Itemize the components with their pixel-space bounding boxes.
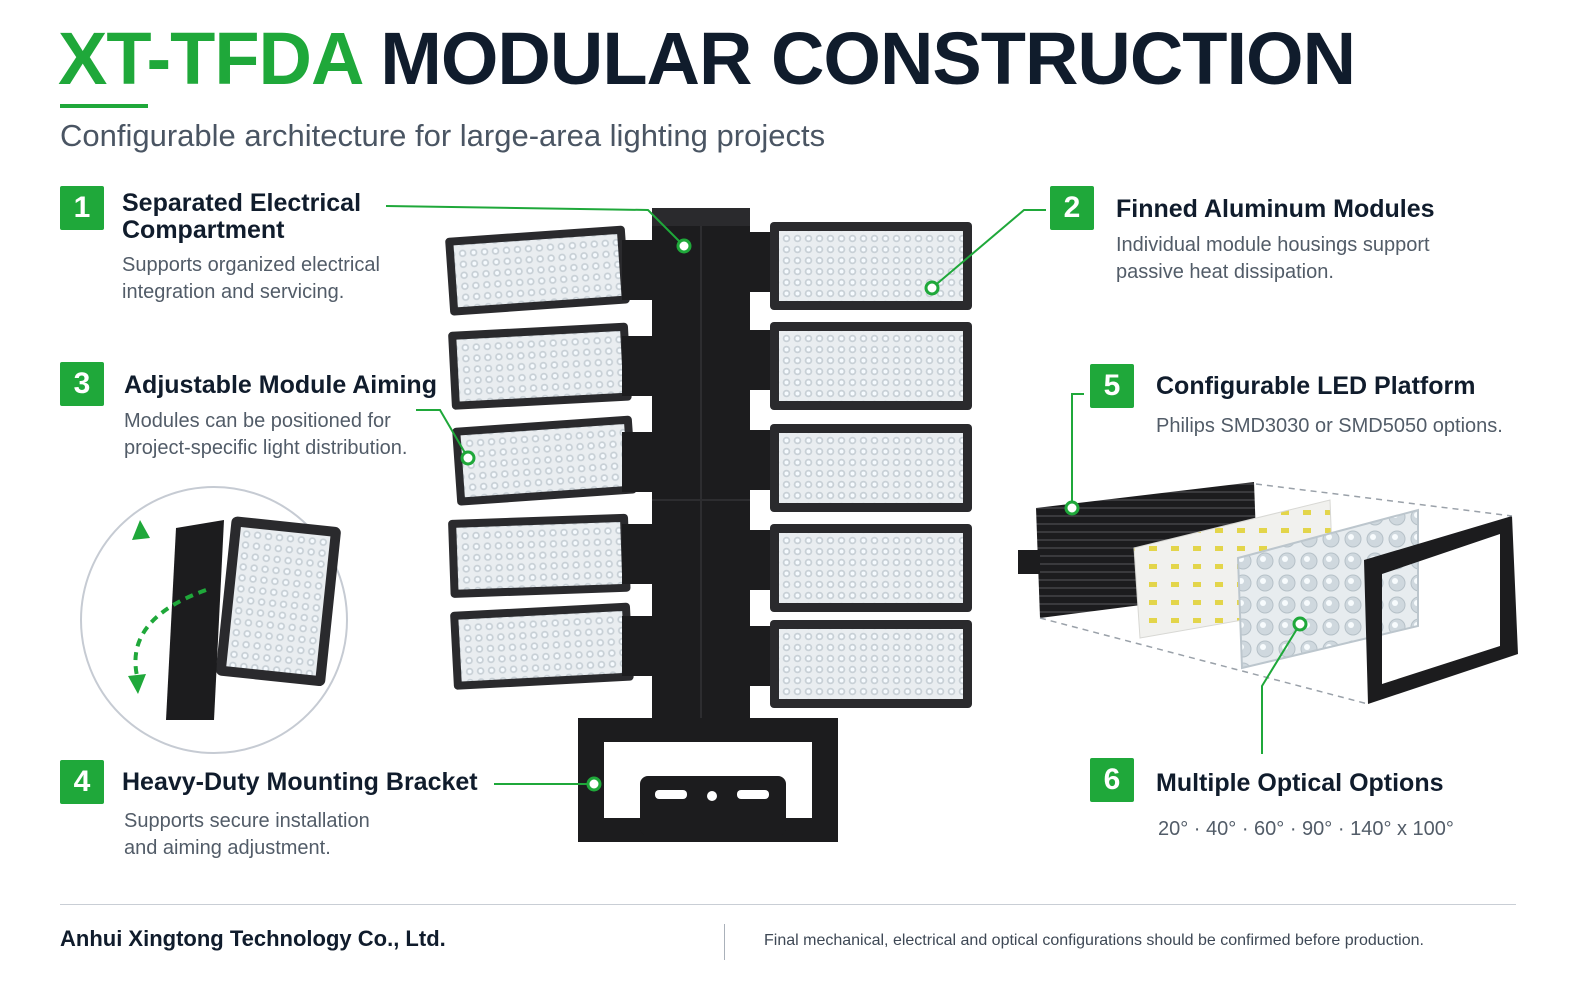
mounting-bracket [578, 718, 838, 842]
leader-lines [385, 205, 1301, 785]
feature-3-title: Adjustable Module Aiming [124, 371, 437, 399]
exploded-module [1018, 482, 1518, 705]
footer-disclaimer: Final mechanical, electrical and optical… [764, 932, 1424, 949]
feature-5-desc: Philips SMD3030 or SMD5050 options. [1156, 415, 1503, 437]
left-module-column [445, 225, 652, 690]
feature-3-desc-line1: Modules can be positioned for [124, 410, 391, 432]
right-module-column [750, 222, 972, 708]
aiming-detail-inset [80, 486, 348, 754]
title-main: MODULAR CONSTRUCTION [380, 17, 1356, 100]
feature-1-desc-line1: Supports organized electrical [122, 254, 380, 276]
aiming-arrow-icon [133, 588, 207, 681]
badge-1: 1 [60, 186, 104, 230]
footer-separator [724, 924, 725, 960]
feature-2-title: Finned Aluminum Modules [1116, 195, 1435, 223]
feature-1-desc-line2: integration and servicing. [122, 281, 345, 303]
title-underline [60, 104, 148, 108]
badge-3: 3 [60, 362, 104, 406]
feature-3-desc-line2: project-specific light distribution. [124, 437, 408, 459]
feature-2-desc-line2: passive heat dissipation. [1116, 261, 1334, 283]
feature-1-title-line2: Compartment [122, 216, 285, 244]
page-subtitle: Configurable architecture for large-area… [60, 118, 826, 153]
company-name: Anhui Xingtong Technology Co., Ltd. [60, 926, 446, 951]
feature-2-desc-line1: Individual module housings support [1116, 234, 1430, 256]
feature-4-desc-line1: Supports secure installation [124, 810, 370, 832]
feature-6-title: Multiple Optical Options [1156, 769, 1444, 797]
feature-5-title: Configurable LED Platform [1156, 372, 1476, 400]
badge-4: 4 [60, 760, 104, 804]
feature-4-title: Heavy-Duty Mounting Bracket [122, 768, 478, 796]
leader-dots [460, 238, 1308, 792]
badge-6: 6 [1090, 758, 1134, 802]
feature-1-title-line1: Separated Electrical [122, 189, 362, 217]
page-title: XT-TFDA MODULAR CONSTRUCTION [58, 22, 1356, 96]
title-model: XT-TFDA [58, 17, 362, 100]
badge-2: 2 [1050, 186, 1094, 230]
feature-4-desc-line2: and aiming adjustment. [124, 837, 331, 859]
badge-5: 5 [1090, 364, 1134, 408]
feature-6-desc: 20° · 40° · 60° · 90° · 140° x 100° [1158, 818, 1454, 840]
electrical-compartment [652, 208, 750, 736]
footer-divider [60, 904, 1516, 905]
